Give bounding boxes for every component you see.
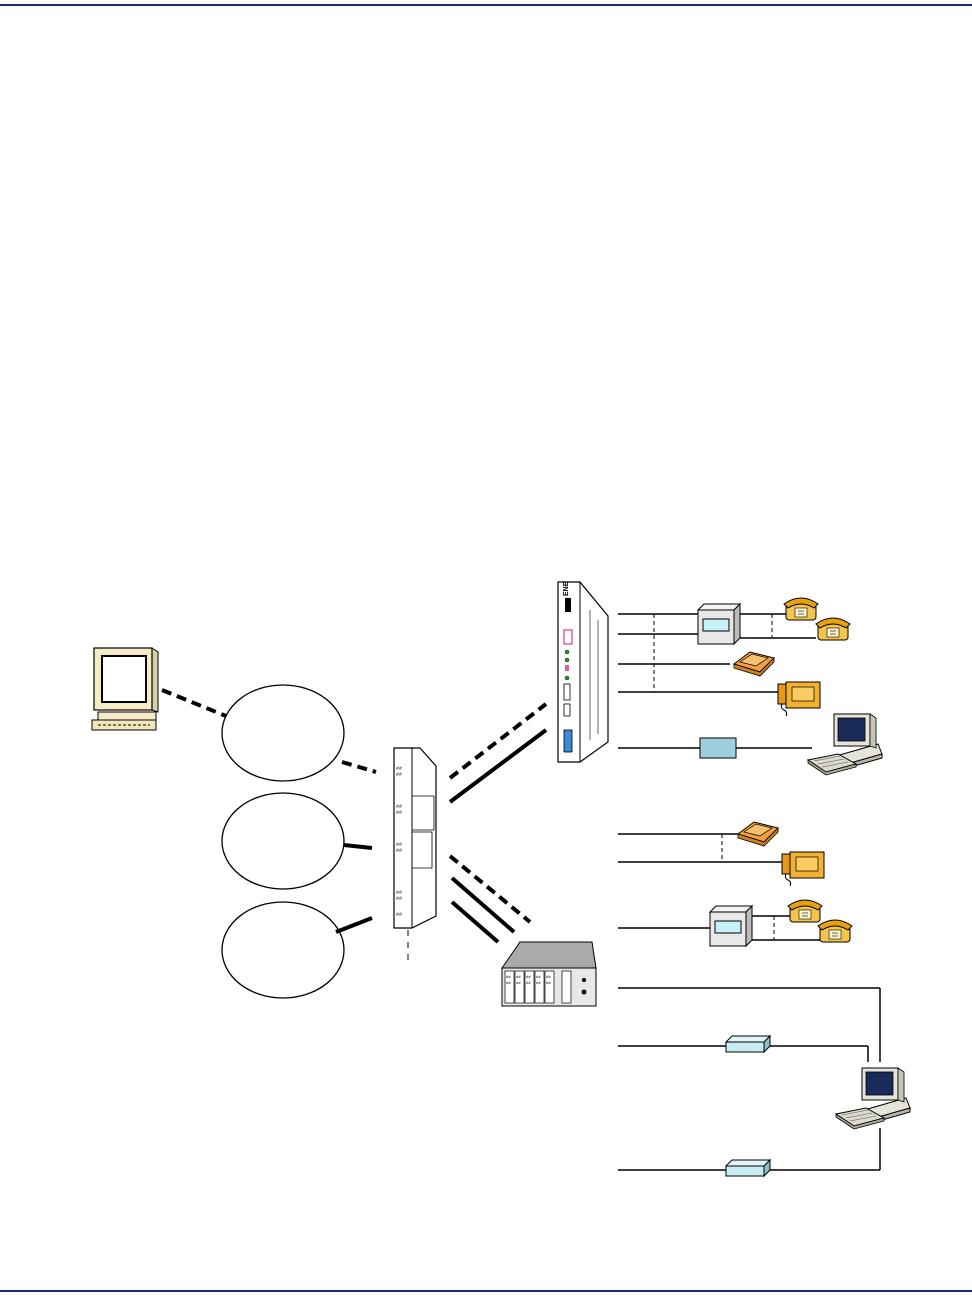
svg-text:##: ##	[546, 976, 551, 980]
telephone-flat-icon	[737, 821, 779, 847]
svg-text:##: ##	[396, 896, 402, 902]
pbx-2-icon	[709, 905, 753, 947]
network-cloud-2	[221, 792, 345, 890]
svg-text:##: ##	[396, 848, 402, 854]
svg-text:##: ##	[546, 982, 551, 986]
header-rule	[0, 4, 972, 6]
svg-text:##: ##	[516, 976, 521, 980]
upper-dashed-taps	[653, 614, 773, 692]
management-terminal-icon	[91, 647, 159, 731]
upper-tributary-lines	[618, 613, 816, 749]
svg-text:##: ##	[526, 982, 531, 986]
remote-chassis-shelf-icon: ## ## ## ## ## ## ## ## ## ##	[501, 941, 597, 1007]
svg-text:##: ##	[526, 976, 531, 980]
remote-chassis-tall-icon: ENE	[557, 581, 609, 763]
svg-text:##: ##	[536, 982, 541, 986]
telephone-wall-icon	[781, 851, 825, 887]
trunk-links	[448, 702, 548, 944]
lower-dashed-taps	[721, 834, 775, 940]
svg-text:##: ##	[396, 810, 402, 816]
modem-icon	[725, 1159, 771, 1177]
telephone-icon	[815, 617, 851, 641]
modem-icon	[699, 737, 737, 759]
svg-text:##: ##	[396, 772, 402, 778]
modem-icon	[725, 1035, 771, 1053]
network-cloud-1	[221, 684, 345, 782]
svg-text:##: ##	[396, 804, 402, 810]
desktop-computer-icon	[835, 1067, 911, 1130]
desktop-computer-icon	[807, 713, 883, 776]
network-cloud-3	[221, 901, 345, 999]
svg-text:##: ##	[506, 982, 511, 986]
pbx-1-icon	[697, 603, 741, 645]
central-node-icon: #### #### #### #### ##	[393, 747, 437, 966]
lower-tributary-lines	[618, 833, 881, 1171]
telephone-flat-icon	[733, 651, 775, 677]
svg-text:##: ##	[396, 912, 402, 918]
svg-text:##: ##	[536, 976, 541, 980]
svg-text:##: ##	[506, 976, 511, 980]
footer-rule	[0, 1290, 972, 1292]
telephone-icon	[783, 597, 819, 621]
svg-text:##: ##	[396, 842, 402, 848]
svg-text:##: ##	[396, 890, 402, 896]
left-links	[161, 688, 377, 934]
svg-text:##: ##	[516, 982, 521, 986]
svg-text:ENE: ENE	[563, 581, 570, 596]
telephone-icon	[817, 919, 853, 943]
telephone-wall-icon	[777, 681, 821, 717]
svg-text:##: ##	[396, 766, 402, 772]
telephone-icon	[787, 899, 823, 923]
